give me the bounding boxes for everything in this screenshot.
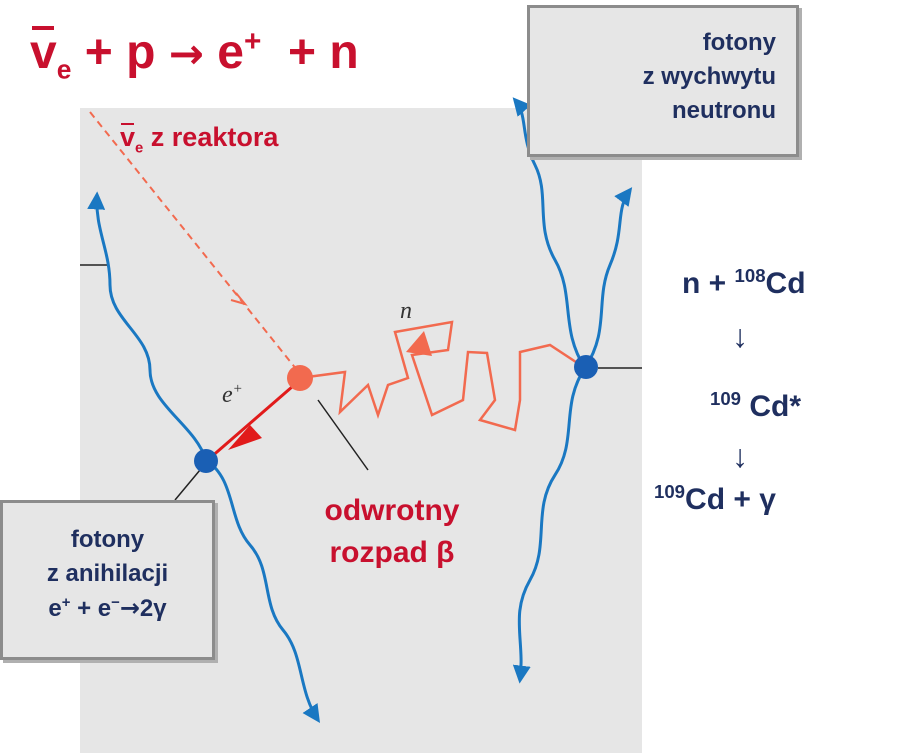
reaction-positron: e [203,26,244,79]
reaction-proton: + p [71,26,169,79]
photon-track-far-right [583,187,633,369]
annihilation-point [194,449,218,473]
photon-track-bottom [205,458,320,723]
neutrino-source-text: z reaktora [143,122,279,152]
box-line: neutronu [672,97,776,124]
photon-track-upper-right [512,97,587,369]
reaction-arrow: → [168,29,204,78]
neutron-track [299,320,586,432]
positron-track [209,378,301,460]
box-line: z anihilacji [46,560,169,587]
annihilation-equation: e+ + e−→2γ [48,594,167,622]
reaction-neutron: + n [261,26,359,79]
positron-label: e+ [222,381,243,408]
neutron-capture-photons-box: fotony z wychwytu neutronu [527,5,799,157]
antineutrino-symbol: v [30,25,57,79]
down-arrow-icon: ↓ [732,318,748,354]
positron-superscript: + [243,25,262,58]
label-line: rozpad β [329,536,455,569]
photon-track-lower-right [512,367,587,684]
box-line: fotony [70,526,145,553]
box-line: fotony [702,29,776,56]
box-line: z wychwytu [642,63,776,90]
cadmium-reaction-step-2: 109 Cd* [710,388,802,423]
reaction-equation: ve + p → e+ + n [30,25,359,83]
interaction-point [287,365,313,391]
leader-line-beta [317,399,369,471]
cadmium-reaction-step-1: n + 108Cd [682,265,806,300]
annihilation-photons-box: fotony z anihilacji e+ + e−→2γ [0,500,215,660]
neutrino-label: ve z reaktora [120,122,279,157]
antineutrino-subscript: e [56,54,72,85]
antineutrino-symbol-small: v [120,122,136,152]
antineutrino-subscript-small: e [135,140,144,157]
neutrino-track-arrow [230,292,248,306]
leader-line-annihilation [174,469,201,501]
capture-point [574,355,598,379]
neutron-direction-arrow [406,331,432,356]
neutron-label: n [400,298,412,324]
down-arrow-icon: ↓ [732,438,748,474]
cadmium-reaction-step-3: 109Cd + γ [654,481,776,516]
inverse-beta-decay-label: odwrotny rozpad β [307,490,477,574]
label-line: odwrotny [324,494,460,527]
positron-arrow [228,425,262,450]
photon-track-left [87,191,208,461]
